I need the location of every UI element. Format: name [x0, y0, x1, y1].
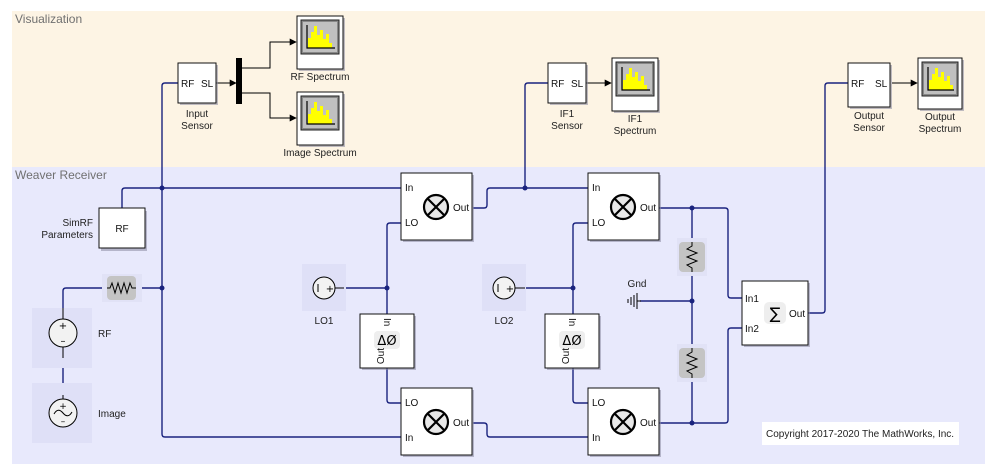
svg-text:+: +	[506, 284, 514, 295]
svg-text:+: +	[59, 321, 67, 332]
summer-block[interactable]: In1 In2 ∑ Out	[741, 280, 810, 347]
visualization-area-title: Visualization	[15, 12, 82, 26]
image-voltage-source[interactable]: + – Image	[32, 383, 126, 443]
svg-text:Copyright 2017-2020 The MathWo: Copyright 2017-2020 The MathWorks, Inc.	[766, 429, 954, 440]
sum-icon: ∑	[770, 304, 781, 323]
mixer-top-2-port-in: In	[592, 183, 600, 194]
resistor-icon	[685, 348, 699, 378]
input-sensor-label-2: Sensor	[181, 121, 213, 132]
spectrum-scope-icon	[921, 61, 959, 97]
multiply-icon	[609, 193, 637, 221]
mixer-bottom-1-port-out: Out	[453, 418, 469, 429]
simrf-parameters-block[interactable]: RF SimRF Parameters	[41, 207, 147, 251]
spectrum-scope-icon	[300, 95, 340, 131]
image-spectrum-scope-label-1: Image Spectrum	[283, 148, 356, 159]
phase-shift-icon: ΔØ	[562, 334, 581, 349]
lo2-source[interactable]: + LO2	[482, 264, 526, 327]
mixer-bottom-1-port-in: In	[405, 433, 413, 444]
input-sensor-label-1: Input	[186, 109, 208, 120]
phase-shift-1-port-in: In	[381, 318, 392, 326]
visualization-area	[12, 11, 985, 167]
mixer-bottom-2-port-in: In	[592, 433, 600, 444]
spectrum-scope-icon	[615, 61, 655, 97]
mixer-bottom-1[interactable]: In LO Out	[400, 387, 474, 457]
lo1-label: LO1	[315, 316, 334, 327]
output-sensor-port-rf: RF	[851, 79, 864, 90]
multiply-icon	[422, 193, 450, 221]
rf-source-label: RF	[98, 329, 111, 340]
copyright-annotation: Copyright 2017-2020 The MathWorks, Inc.	[762, 422, 959, 445]
weaver-receiver-area-title: Weaver Receiver	[15, 168, 107, 182]
output-sensor-label-2: Sensor	[853, 123, 885, 134]
image-spectrum-scope[interactable]: Image Spectrum	[283, 91, 357, 159]
if1-sensor-label-2: Sensor	[551, 121, 583, 132]
if1-sensor-port-rf: RF	[551, 79, 564, 90]
rf-voltage-source[interactable]: + – RF	[32, 308, 111, 368]
output-sensor-block[interactable]: RF SL Output Sensor	[847, 62, 892, 134]
mixer-top-2-port-lo: LO	[592, 218, 606, 229]
mixer-top-1-port-in: In	[405, 183, 413, 194]
svg-text:+: +	[59, 402, 67, 412]
summer-port-out: Out	[789, 309, 805, 320]
if1-spectrum-scope-label-1: IF1	[628, 114, 643, 125]
output-spectrum-scope-label-2: Spectrum	[919, 124, 962, 135]
load-resistor-bottom[interactable]	[677, 344, 707, 382]
phase-shift-2-port-out: Out	[561, 348, 572, 364]
input-resistor-block[interactable]	[102, 274, 142, 302]
output-sensor-label-1: Output	[854, 111, 884, 122]
lo1-source[interactable]: + LO1	[302, 264, 346, 327]
input-sensor-block[interactable]: RF SL Input Sensor	[177, 62, 218, 132]
rf-spectrum-scope-label-1: RF Spectrum	[291, 72, 350, 83]
if1-sensor-label-1: IF1	[560, 109, 575, 120]
load-resistor-top[interactable]	[677, 238, 707, 276]
demux-block[interactable]	[236, 58, 242, 104]
mixer-bottom-2[interactable]: In LO Out	[587, 387, 661, 457]
rf-spectrum-scope[interactable]: RF Spectrum	[291, 15, 350, 83]
mixer-bottom-2-port-out: Out	[640, 418, 656, 429]
phase-shift-block-1[interactable]: In ΔØ Out	[359, 313, 416, 370]
multiply-icon	[609, 408, 637, 436]
input-sensor-port-sl: SL	[201, 79, 214, 90]
mixer-top-2-port-out: Out	[640, 203, 656, 214]
output-spectrum-scope-label-1: Output	[925, 112, 955, 123]
mixer-bottom-1-port-lo: LO	[405, 398, 419, 409]
resistor-icon	[685, 242, 699, 272]
input-sensor-port-rf: RF	[181, 79, 194, 90]
output-sensor-port-sl: SL	[875, 79, 888, 90]
summer-port-in2: In2	[745, 324, 759, 335]
spectrum-scope-icon	[300, 19, 340, 55]
if1-spectrum-scope-label-2: Spectrum	[614, 126, 657, 137]
phase-shift-block-2[interactable]: In ΔØ Out	[544, 313, 601, 370]
svg-text:–: –	[61, 336, 66, 347]
resistor-icon	[107, 281, 136, 295]
simrf-label-2: Parameters	[41, 230, 93, 241]
ground-label: Gnd	[628, 279, 647, 290]
ground-icon	[627, 293, 641, 309]
summer-port-in1: In1	[745, 294, 759, 305]
phase-shift-icon: ΔØ	[377, 334, 396, 349]
ground-block[interactable]: Gnd	[627, 279, 647, 309]
svg-text:–: –	[61, 417, 66, 427]
signal-lines	[216, 38, 918, 122]
mixer-bottom-2-port-lo: LO	[592, 398, 606, 409]
mixer-top-1-port-lo: LO	[405, 218, 419, 229]
phase-shift-2-port-in: In	[566, 318, 577, 326]
simrf-block-text: RF	[115, 224, 128, 235]
lo2-label: LO2	[495, 316, 514, 327]
svg-text:+: +	[326, 284, 334, 295]
phase-shift-1-port-out: Out	[376, 348, 387, 364]
multiply-icon	[422, 408, 450, 436]
mixer-top-1-port-out: Out	[453, 203, 469, 214]
wires	[62, 82, 848, 438]
simrf-label-1: SimRF	[62, 218, 93, 229]
if1-sensor-port-sl: SL	[571, 79, 584, 90]
junctions	[159, 185, 695, 426]
image-source-label: Image	[98, 409, 126, 420]
if1-sensor-block[interactable]: RF SL IF1 Sensor	[547, 62, 588, 132]
weaver-receiver-area	[12, 167, 985, 464]
